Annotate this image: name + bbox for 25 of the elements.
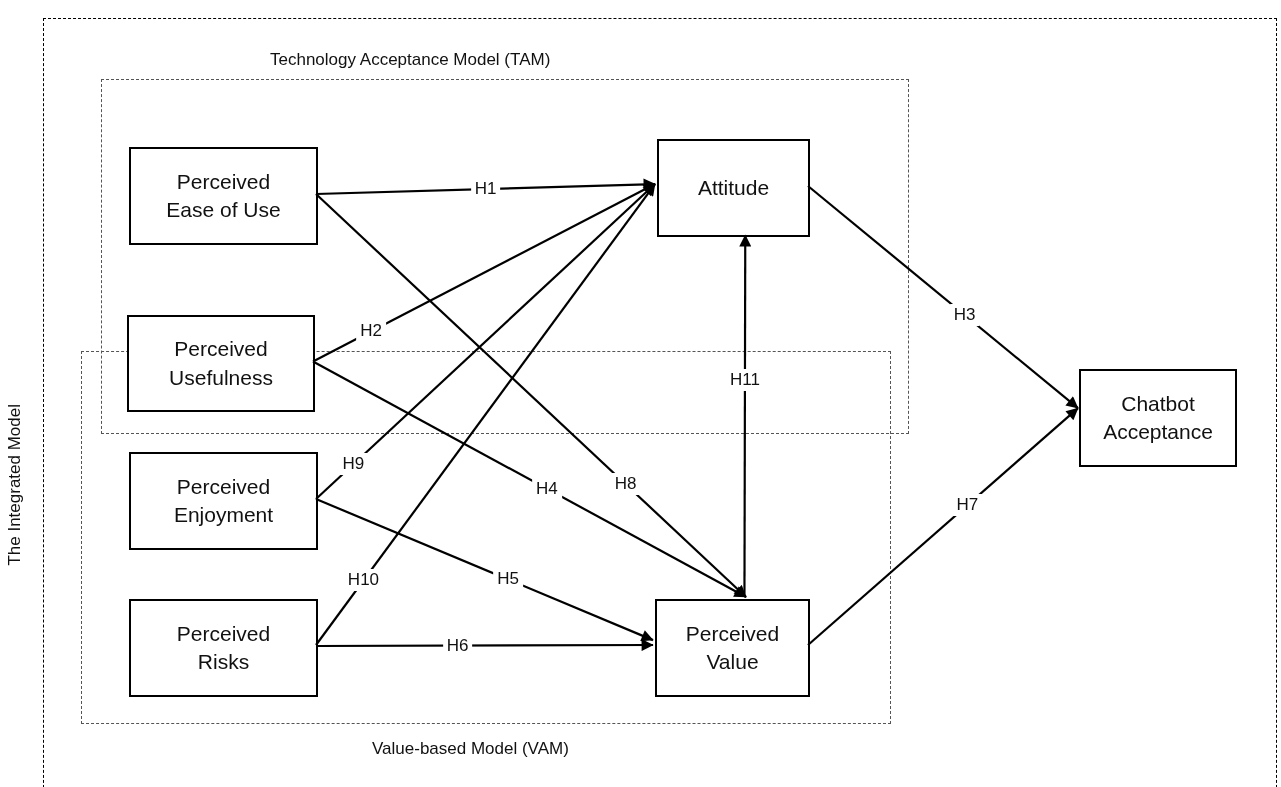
construct-box: Perceived Ease of Use xyxy=(129,147,318,245)
edge-label: H7 xyxy=(952,494,983,517)
model-title: The Integrated Model xyxy=(5,404,25,566)
arrow xyxy=(807,407,1079,646)
edge-label: H9 xyxy=(338,453,369,476)
arrow xyxy=(315,498,654,642)
model-title: Value-based Model (VAM) xyxy=(372,739,569,759)
edge-label: H8 xyxy=(610,473,641,496)
arrow xyxy=(315,183,656,500)
construct-box: Perceived Enjoyment xyxy=(129,452,318,550)
edge-label: H2 xyxy=(356,320,386,343)
edge-label: H3 xyxy=(949,303,980,326)
construct-box: Chatbot Acceptance xyxy=(1079,369,1237,467)
arrow xyxy=(315,183,656,646)
arrow xyxy=(315,178,656,196)
arrow xyxy=(739,234,752,597)
edge-label: H4 xyxy=(531,477,562,500)
arrow xyxy=(316,639,654,652)
construct-box: Attitude xyxy=(657,139,810,237)
construct-box: Perceived Risks xyxy=(129,599,318,697)
construct-box: Perceived Value xyxy=(655,599,810,697)
arrow xyxy=(807,185,1079,410)
construct-box: Perceived Usefulness xyxy=(127,315,315,412)
arrow xyxy=(315,193,747,598)
model-title: Technology Acceptance Model (TAM) xyxy=(270,50,551,70)
